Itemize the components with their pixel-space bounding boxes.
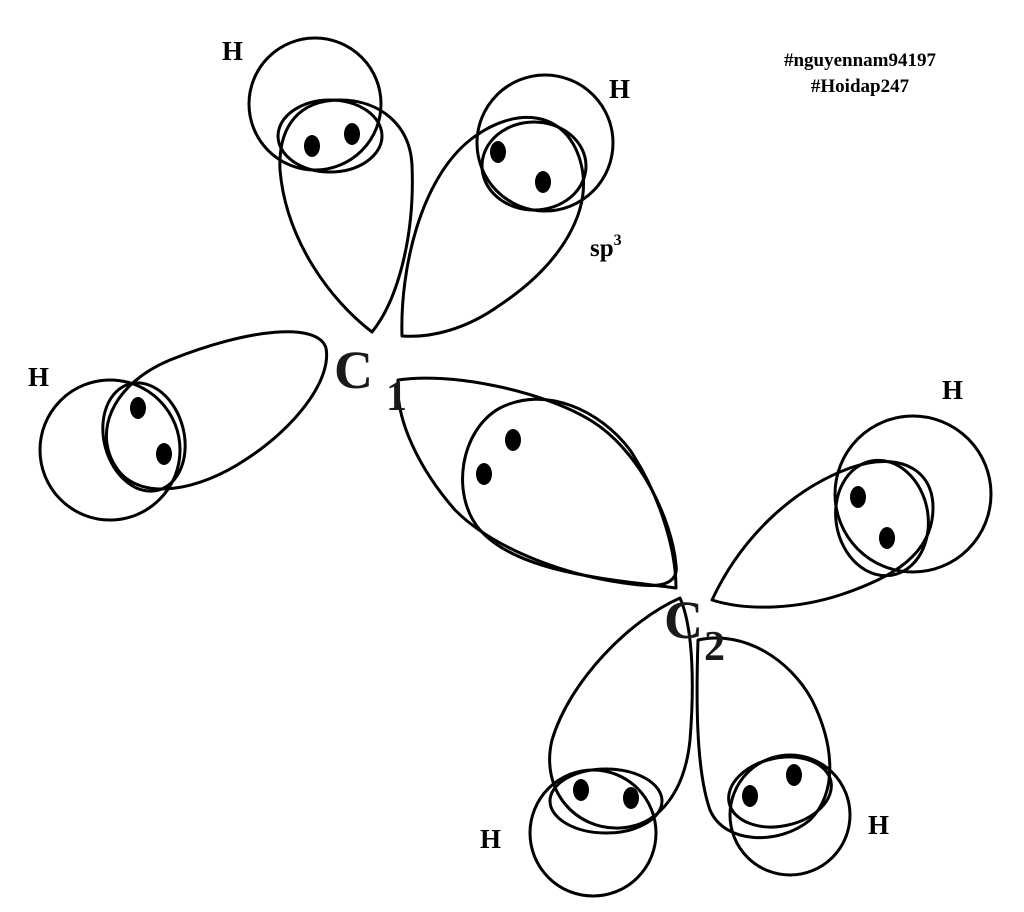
carbon-number: 2 (704, 624, 725, 670)
electron-pair-orbital (276, 98, 384, 174)
electron-dot (786, 764, 802, 786)
hydrogen-label: H (480, 824, 501, 854)
carbon-number: 1 (386, 374, 407, 420)
c2-h-bottom-right-bond: H (695, 636, 889, 877)
hybridization-text: sp (590, 235, 614, 262)
electron-pair-orbital (727, 755, 833, 829)
carbon-symbol: C (664, 590, 703, 650)
electron-dot (476, 463, 492, 485)
hydrogen-label: H (28, 362, 49, 392)
electron-dot (156, 443, 172, 465)
electron-dot (879, 527, 895, 549)
electron-dot (742, 785, 758, 807)
electron-dot (623, 787, 639, 809)
electron-dot (850, 486, 866, 508)
electron-dot (490, 141, 506, 163)
hydrogen-label: H (609, 74, 630, 104)
sp3-lobe (400, 116, 585, 338)
sp3-lobe (104, 330, 329, 491)
hydrogen-label: H (942, 375, 963, 405)
c2-h-bottom-left-bond: H (480, 596, 694, 898)
electron-dot (535, 171, 551, 193)
electron-pair-orbital (834, 458, 930, 578)
c2-sp3-lobe (461, 397, 678, 590)
hydrogen-orbital (833, 414, 993, 574)
carbon-symbol: C (334, 340, 373, 400)
c1-h-left-bond: H (28, 330, 329, 522)
sp3-lobe (710, 460, 935, 609)
c1-c2-sigma-bond (396, 376, 678, 590)
hydrogen-label: H (868, 810, 889, 840)
electron-dot (344, 123, 360, 145)
sp3-lobe (548, 596, 694, 830)
c1-h-top-right-bond: H (400, 73, 630, 338)
electron-dot (573, 779, 589, 801)
c1-h-top-left-bond: H (222, 36, 414, 334)
electron-pair-orbital (480, 120, 588, 212)
hybridization-label: sp3 (590, 232, 622, 262)
c2-h-right-bond: H (710, 375, 993, 609)
hydrogen-label: H (222, 36, 243, 66)
hydrogen-orbital (728, 753, 852, 877)
c1-sp3-lobe (396, 376, 678, 588)
watermark-line-1: #nguyennam94197 (783, 50, 937, 71)
carbon-2-label: C 2 (664, 590, 725, 670)
hybridization-superscript: 3 (614, 232, 622, 249)
hydrogen-orbital (38, 378, 182, 522)
sp3-lobe (695, 636, 832, 840)
watermark: #nguyennam94197 #Hoidap247 (740, 48, 980, 100)
electron-pair-orbital (101, 381, 187, 493)
electron-dot (505, 429, 521, 451)
electron-pair-orbital (548, 767, 664, 835)
electron-dot (130, 397, 146, 419)
carbon-1-label: C 1 (334, 340, 407, 420)
electron-dot (304, 135, 320, 157)
watermark-line-2: #Hoidap247 (810, 76, 910, 97)
hydrogen-orbital (475, 73, 615, 213)
